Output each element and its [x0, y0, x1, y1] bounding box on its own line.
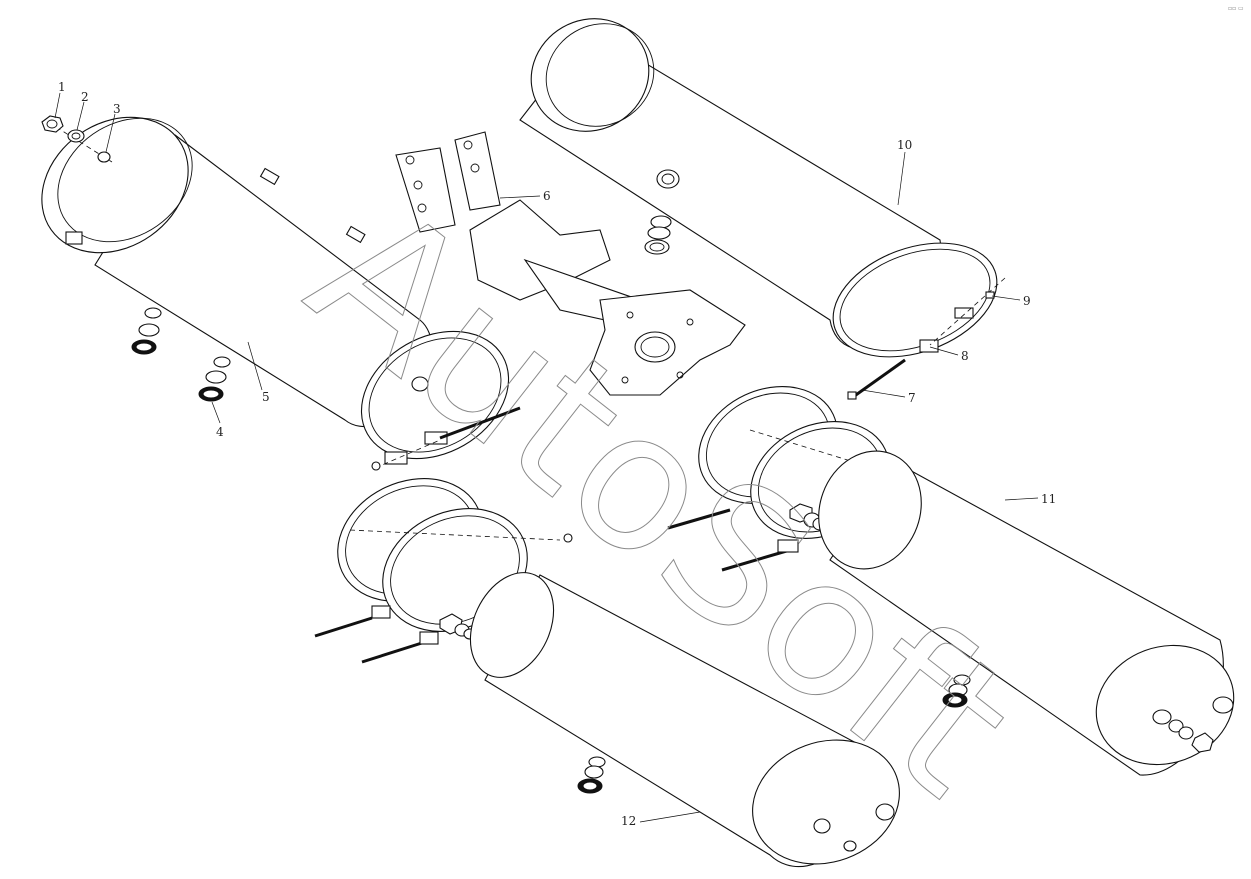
svg-text:12: 12 — [621, 814, 636, 828]
callout-2: 2 — [76, 90, 89, 131]
svg-text:10: 10 — [897, 138, 912, 152]
tank-10-drain-fittings — [644, 215, 672, 255]
callout-5: 5 — [247, 341, 270, 404]
svg-text:2: 2 — [81, 90, 89, 104]
callout-8: 8 — [929, 346, 969, 363]
mounting-bracket-6 — [395, 131, 746, 396]
plug-1 — [41, 115, 64, 133]
svg-text:4: 4 — [216, 425, 224, 439]
svg-text:9: 9 — [1023, 294, 1031, 308]
air-tank-11 — [818, 450, 1235, 776]
washer-2 — [67, 129, 85, 143]
callout-11: 11 — [1004, 492, 1056, 506]
air-tank-5 — [41, 116, 433, 428]
drain-valve-tank-12 — [577, 756, 606, 794]
callout-10: 10 — [897, 138, 912, 206]
bolt-7 — [847, 358, 906, 400]
svg-text:5: 5 — [262, 390, 270, 404]
mounting-strap-tank-5 — [360, 330, 521, 471]
callout-4: 4 — [211, 401, 224, 439]
corner-mark: ▫▫ ▭ — [1228, 5, 1244, 12]
drain-valve-tank-11 — [942, 674, 971, 708]
mounting-strap-tank-10 — [832, 242, 1006, 358]
callout-1: 1 — [54, 80, 66, 119]
svg-text:11: 11 — [1041, 492, 1056, 506]
svg-text:3: 3 — [113, 102, 121, 116]
air-tank-12 — [469, 572, 900, 868]
callout-9: 9 — [991, 294, 1031, 308]
svg-text:1: 1 — [58, 80, 66, 94]
callout-12: 12 — [621, 811, 701, 828]
drain-valve-4-left — [131, 307, 162, 355]
callout-3: 3 — [105, 102, 121, 153]
svg-text:6: 6 — [543, 189, 551, 203]
svg-text:7: 7 — [908, 391, 916, 405]
callout-7: 7 — [861, 389, 916, 405]
svg-text:8: 8 — [961, 349, 969, 363]
drain-valve-4 — [198, 356, 231, 402]
callout-6: 6 — [499, 189, 551, 203]
